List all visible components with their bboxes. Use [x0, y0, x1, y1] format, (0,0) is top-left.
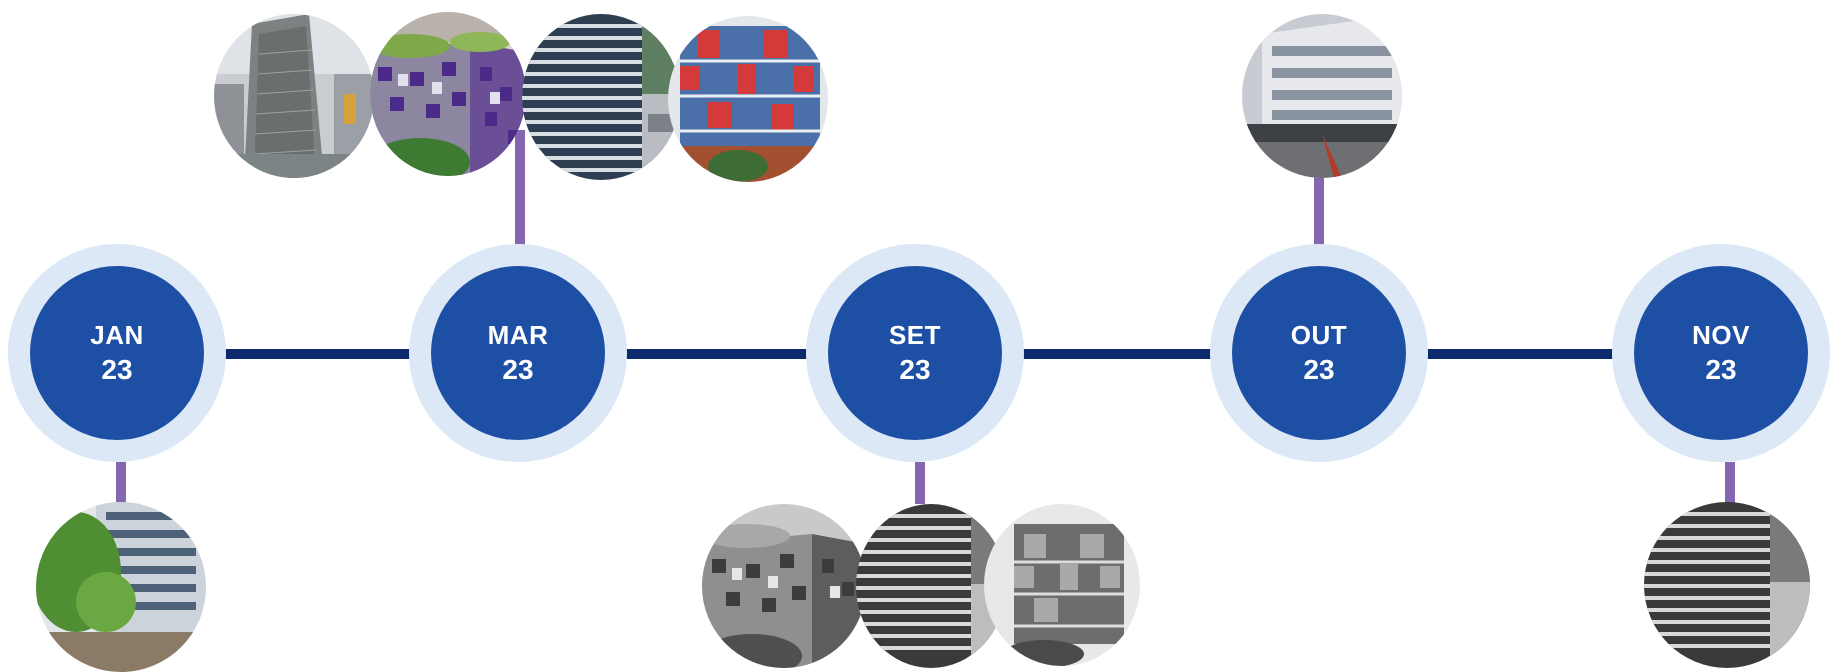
- milestone-out: OUT 23: [1210, 244, 1428, 462]
- building-photo-glass-tower: [214, 14, 374, 178]
- milestone-mar-core: MAR 23: [431, 266, 605, 440]
- milestone-nov: NOV 23: [1612, 244, 1830, 462]
- milestone-month: NOV: [1692, 320, 1750, 350]
- building-photo-checkered-facade: [702, 504, 866, 668]
- milestone-year: 23: [1303, 354, 1335, 385]
- connector-set: [915, 462, 925, 504]
- building-photo-striped-tower: [1644, 502, 1810, 668]
- timeline-line-set-out: [1022, 349, 1212, 359]
- milestone-jan-core: JAN 23: [30, 266, 204, 440]
- building-photo-red-blue-facade: [668, 16, 828, 182]
- building-photo-striped-tower: [522, 14, 680, 180]
- milestone-month: OUT: [1290, 320, 1348, 350]
- milestone-year: 23: [101, 354, 133, 385]
- building-photo-green-tree: [36, 502, 206, 672]
- milestone-month: SET: [888, 320, 942, 350]
- milestone-month: JAN: [90, 320, 144, 350]
- milestone-set-core: SET 23: [828, 266, 1002, 440]
- milestone-out-core: OUT 23: [1232, 266, 1406, 440]
- building-photo-stacked-blocks: [984, 504, 1140, 666]
- milestone-year: 23: [502, 354, 534, 385]
- connector-mar: [515, 130, 525, 246]
- connector-nov: [1725, 462, 1735, 504]
- timeline-line-mar-set: [620, 349, 810, 359]
- milestone-month: MAR: [487, 320, 549, 350]
- milestone-year: 23: [899, 354, 931, 385]
- connector-jan: [116, 462, 126, 504]
- milestone-jan: JAN 23: [8, 244, 226, 462]
- timeline-line-out-nov: [1425, 349, 1615, 359]
- timeline-line-jan-mar: [220, 349, 410, 359]
- milestone-mar: MAR 23: [409, 244, 627, 462]
- milestone-nov-core: NOV 23: [1634, 266, 1808, 440]
- milestone-set: SET 23: [806, 244, 1024, 462]
- building-photo-purple-facade: [370, 12, 526, 176]
- milestone-year: 23: [1705, 354, 1737, 385]
- building-photo-white-office: [1242, 14, 1402, 178]
- connector-out: [1314, 176, 1324, 246]
